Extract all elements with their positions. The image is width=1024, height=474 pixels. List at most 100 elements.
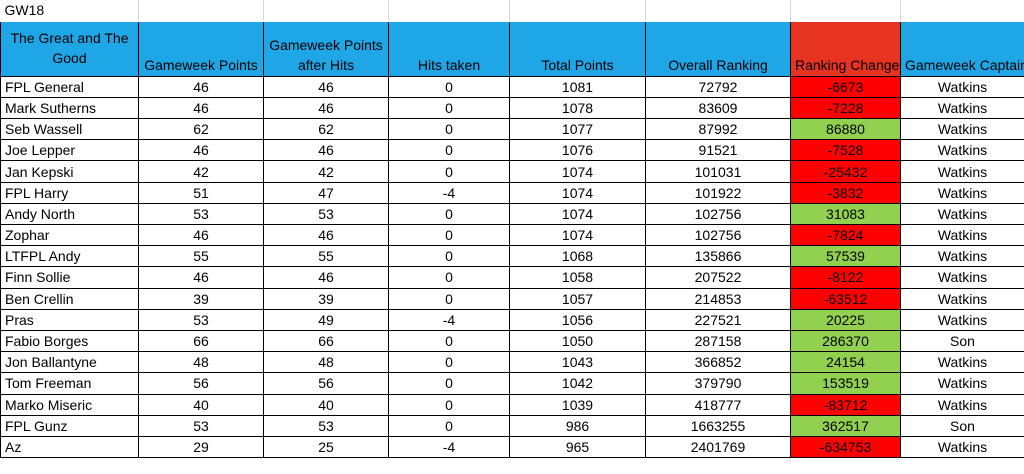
header-gameweek-captain[interactable]: Gameweek Captain: [900, 20, 1024, 77]
manager-name-cell[interactable]: Seb Wassell: [0, 118, 139, 141]
ranking-change-cell[interactable]: 57539: [790, 245, 901, 268]
points-after-hits-cell[interactable]: 47: [263, 181, 389, 204]
manager-name-cell[interactable]: Joe Lepper: [0, 139, 139, 162]
manager-name-cell[interactable]: Marko Miseric: [0, 393, 139, 416]
header-hits-taken[interactable]: Hits taken: [388, 20, 510, 77]
empty-cell[interactable]: [900, 0, 1024, 23]
captain-cell[interactable]: Watkins: [900, 96, 1024, 120]
manager-name-cell[interactable]: Zophar: [0, 223, 139, 247]
overall-ranking-cell[interactable]: 207522: [645, 266, 791, 289]
ranking-change-cell[interactable]: -8122: [790, 266, 901, 289]
overall-ranking-cell[interactable]: 72792: [645, 75, 791, 98]
ranking-change-cell[interactable]: -634753: [790, 435, 901, 459]
hits-taken-cell[interactable]: -4: [388, 435, 510, 459]
hits-taken-cell[interactable]: 0: [388, 287, 510, 310]
captain-cell[interactable]: Watkins: [900, 266, 1024, 289]
overall-ranking-cell[interactable]: 87992: [645, 118, 791, 141]
points-after-hits-cell[interactable]: 53: [263, 414, 389, 437]
gameweek-points-cell[interactable]: 46: [138, 139, 264, 162]
total-points-cell[interactable]: 986: [509, 414, 646, 437]
header-ranking-change[interactable]: Ranking Change: [790, 20, 901, 77]
total-points-cell[interactable]: 1074: [509, 202, 646, 226]
total-points-cell[interactable]: 1074: [509, 223, 646, 247]
total-points-cell[interactable]: 1056: [509, 308, 646, 331]
empty-cell[interactable]: [138, 0, 264, 23]
manager-name-cell[interactable]: Jan Kepski: [0, 160, 139, 183]
header-points-after-hits[interactable]: Gameweek Points after Hits: [263, 20, 389, 77]
captain-cell[interactable]: Watkins: [900, 118, 1024, 141]
manager-name-cell[interactable]: Tom Freeman: [0, 372, 139, 395]
manager-name-cell[interactable]: Fabio Borges: [0, 329, 139, 353]
sheet-title-cell[interactable]: GW18: [0, 0, 139, 23]
points-after-hits-cell[interactable]: 55: [263, 245, 389, 268]
total-points-cell[interactable]: 1068: [509, 245, 646, 268]
ranking-change-cell[interactable]: 286370: [790, 329, 901, 353]
points-after-hits-cell[interactable]: 48: [263, 351, 389, 374]
total-points-cell[interactable]: 1078: [509, 96, 646, 120]
overall-ranking-cell[interactable]: 101922: [645, 181, 791, 204]
overall-ranking-cell[interactable]: 101031: [645, 160, 791, 183]
manager-name-cell[interactable]: Mark Sutherns: [0, 96, 139, 120]
points-after-hits-cell[interactable]: 46: [263, 75, 389, 98]
empty-cell[interactable]: [509, 0, 646, 23]
hits-taken-cell[interactable]: -4: [388, 181, 510, 204]
hits-taken-cell[interactable]: 0: [388, 202, 510, 226]
gameweek-points-cell[interactable]: 29: [138, 435, 264, 459]
points-after-hits-cell[interactable]: 66: [263, 329, 389, 353]
gameweek-points-cell[interactable]: 53: [138, 308, 264, 331]
total-points-cell[interactable]: 1076: [509, 139, 646, 162]
ranking-change-cell[interactable]: 20225: [790, 308, 901, 331]
overall-ranking-cell[interactable]: 2401769: [645, 435, 791, 459]
manager-name-cell[interactable]: Andy North: [0, 202, 139, 226]
captain-cell[interactable]: Watkins: [900, 287, 1024, 310]
total-points-cell[interactable]: 1039: [509, 393, 646, 416]
gameweek-points-cell[interactable]: 42: [138, 160, 264, 183]
captain-cell[interactable]: Watkins: [900, 223, 1024, 247]
gameweek-points-cell[interactable]: 40: [138, 393, 264, 416]
captain-cell[interactable]: Watkins: [900, 372, 1024, 395]
captain-cell[interactable]: Son: [900, 414, 1024, 437]
overall-ranking-cell[interactable]: 102756: [645, 202, 791, 226]
empty-cell[interactable]: [263, 0, 389, 23]
captain-cell[interactable]: Watkins: [900, 202, 1024, 226]
captain-cell[interactable]: Watkins: [900, 139, 1024, 162]
points-after-hits-cell[interactable]: 40: [263, 393, 389, 416]
ranking-change-cell[interactable]: 153519: [790, 372, 901, 395]
total-points-cell[interactable]: 1081: [509, 75, 646, 98]
captain-cell[interactable]: Watkins: [900, 75, 1024, 98]
empty-cell[interactable]: [790, 0, 901, 23]
overall-ranking-cell[interactable]: 379790: [645, 372, 791, 395]
captain-cell[interactable]: Watkins: [900, 245, 1024, 268]
manager-name-cell[interactable]: Finn Sollie: [0, 266, 139, 289]
manager-name-cell[interactable]: FPL Harry: [0, 181, 139, 204]
points-after-hits-cell[interactable]: 42: [263, 160, 389, 183]
hits-taken-cell[interactable]: 0: [388, 266, 510, 289]
points-after-hits-cell[interactable]: 25: [263, 435, 389, 459]
gameweek-points-cell[interactable]: 55: [138, 245, 264, 268]
hits-taken-cell[interactable]: 0: [388, 329, 510, 353]
total-points-cell[interactable]: 1050: [509, 329, 646, 353]
manager-name-cell[interactable]: Jon Ballantyne: [0, 351, 139, 374]
gameweek-points-cell[interactable]: 66: [138, 329, 264, 353]
ranking-change-cell[interactable]: -7824: [790, 223, 901, 247]
header-gw-points[interactable]: Gameweek Points: [138, 20, 264, 77]
ranking-change-cell[interactable]: -25432: [790, 160, 901, 183]
hits-taken-cell[interactable]: 0: [388, 75, 510, 98]
captain-cell[interactable]: Watkins: [900, 160, 1024, 183]
captain-cell[interactable]: Watkins: [900, 435, 1024, 459]
captain-cell[interactable]: Watkins: [900, 393, 1024, 416]
overall-ranking-cell[interactable]: 91521: [645, 139, 791, 162]
gameweek-points-cell[interactable]: 46: [138, 75, 264, 98]
hits-taken-cell[interactable]: -4: [388, 308, 510, 331]
manager-name-cell[interactable]: Az: [0, 435, 139, 459]
empty-cell[interactable]: [388, 0, 510, 23]
ranking-change-cell[interactable]: -3832: [790, 181, 901, 204]
points-after-hits-cell[interactable]: 39: [263, 287, 389, 310]
total-points-cell[interactable]: 1074: [509, 181, 646, 204]
header-overall-ranking[interactable]: Overall Ranking: [645, 20, 791, 77]
total-points-cell[interactable]: 1058: [509, 266, 646, 289]
gameweek-points-cell[interactable]: 53: [138, 414, 264, 437]
manager-name-cell[interactable]: Pras: [0, 308, 139, 331]
total-points-cell[interactable]: 1057: [509, 287, 646, 310]
total-points-cell[interactable]: 1043: [509, 351, 646, 374]
